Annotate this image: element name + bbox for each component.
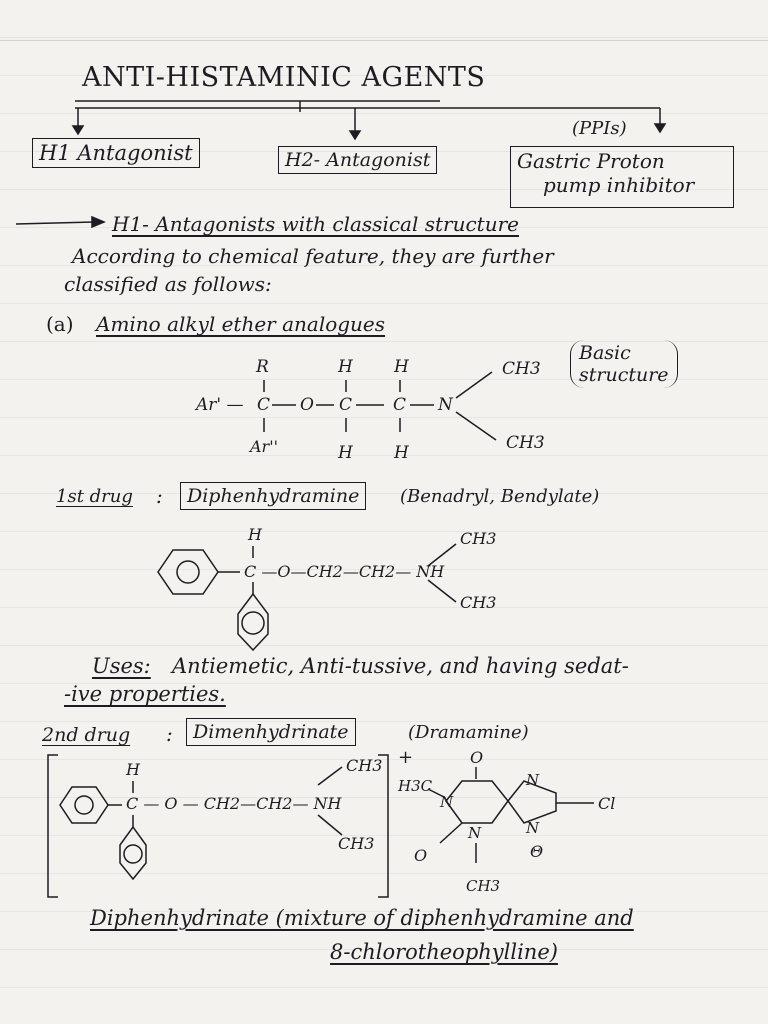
drug2-minus: Θ [530,842,543,861]
basic-Ar2: Ar'' [248,437,278,456]
basic-structure-note: Basic structure [570,340,678,388]
basic-H-top-1: H [337,357,354,377]
drug1-benzene-1-ring [176,560,200,584]
page-title: ANTI-HISTAMINIC AGENTS [82,62,486,93]
basic-C2: C [339,395,352,415]
drug2-CH3-top: CH3 [346,756,382,775]
drug2-CH3-bottom: CH3 [338,834,374,853]
drug2-name-box: Dimenhydrinate [186,718,356,746]
basic-C1: C [257,395,270,415]
classification-tree-lines [71,100,667,141]
drug1-structure: H C —O—CH2—CH2— NH CH3 CH3 [157,525,496,652]
drug1-brands: (Benadryl, Bendylate) [400,486,600,507]
drug1-uses-label: Uses: [92,654,151,678]
basic-O: O [300,395,314,415]
drug1-label: 1st drug [56,486,133,507]
drug2-structure: H C — O — CH2—CH2— NH CH3 CH3 + H3C O N … [47,747,615,898]
drug2-benzene-1-ring [74,795,94,815]
drug2-O-top: O [470,748,483,767]
subsection-label: (a) [46,312,74,336]
drug2-H: H [125,760,141,779]
top-rule-line [0,40,768,41]
drug1-name-box: Diphenhydramine [180,482,367,510]
drug2-N7: N [525,771,540,789]
drug2-N3: N [467,824,482,842]
basic-note-line-2: structure [579,364,669,386]
basic-CH3-bottom: CH3 [506,433,545,453]
drug1-benzene-1 [157,549,219,595]
basic-R: R [255,357,269,377]
drug2-benzene-1 [59,786,109,824]
drug1-H: H [247,525,263,544]
drug2-colon: : [166,722,173,746]
h1-antagonist-box: H1 Antagonist [32,138,200,168]
drug2-imidazole-ring [507,780,557,824]
drug1-uses-line-2: -ive properties. [64,682,226,706]
ppi-box: Gastric Proton pump inhibitor [510,146,734,208]
drug1-benzene-2-ring [241,611,265,635]
subsection-title: Amino alkyl ether analogues [96,312,386,336]
drug2-benzene-2-ring [123,844,143,864]
drug2-O-bottom: O [414,846,427,865]
drug1-CH3-bottom: CH3 [460,593,496,612]
intro-line-2: classified as follows: [64,272,272,296]
section-heading: H1- Antagonists with classical structure [112,212,519,236]
section-arrow [15,215,106,229]
basic-C3: C [393,395,406,415]
basic-Ar1: Ar' — [194,395,243,415]
drug2-caption-line-1: Diphenhydrinate (mixture of diphenhydram… [90,906,634,930]
drug2-brand: (Dramamine) [408,722,529,743]
drug2-N9: N [525,819,540,837]
h2-antagonist-box: H2- Antagonist [278,146,438,174]
drug1-CH3-top: CH3 [460,529,496,548]
basic-H-top-2: H [393,357,410,377]
drug2-chain: C — O — CH2—CH2— NH [126,794,343,813]
drug2-H3C: H3C [397,777,433,795]
basic-N: N [437,395,454,415]
drug2-left-bracket [47,754,58,898]
drug2-pyrimidine-ring [445,780,509,824]
basic-note-line-1: Basic [579,342,631,364]
ppi-line-1: Gastric Proton [517,149,665,173]
intro-line-1: According to chemical feature, they are … [72,244,554,268]
basic-structure-diagram: R H H Ar' — C O C C N CH3 CH3 Ar'' H H [194,357,545,460]
drug1-colon: : [156,484,163,508]
drug2-Cl: Cl [598,794,615,813]
drug1-chain: C —O—CH2—CH2— NH [244,562,445,581]
drug2-benzene-2 [119,825,147,881]
ppi-line-2: pump inhibitor [543,173,695,197]
ppi-abbreviation: (PPIs) [572,118,627,139]
basic-H-bot-2: H [393,443,410,460]
basic-H-bot-1: H [337,443,354,460]
drug2-plus: + [398,747,413,768]
drug2-caption-line-2: 8-chlorotheophylline) [330,940,558,964]
drug2-label: 2nd drug [42,724,131,746]
drug2-ring-CH3: CH3 [466,877,500,895]
drug2-N1: N [439,793,454,811]
drug1-uses-line-1: Antiemetic, Anti-tussive, and having sed… [172,654,629,678]
basic-CH3-top: CH3 [502,359,541,379]
drug1-benzene-2 [237,592,269,652]
drug2-right-bracket [378,754,389,898]
